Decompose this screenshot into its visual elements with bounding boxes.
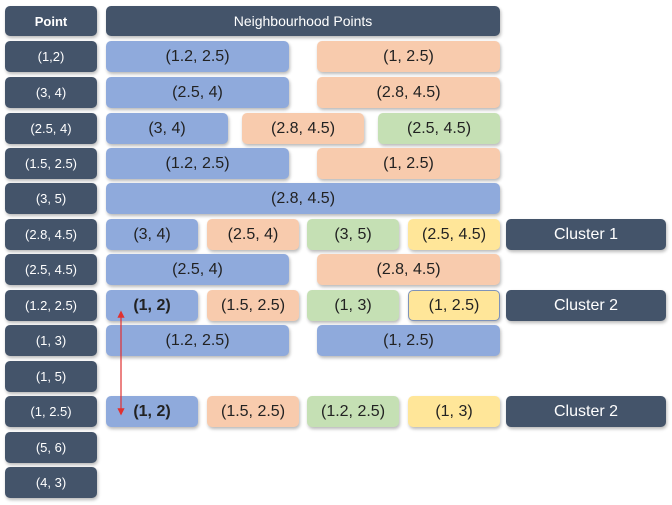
neighbour-point: (2.5, 4.5) <box>408 219 500 250</box>
point-label: (2.5, 4.5) <box>5 254 97 285</box>
neighbour-point: (2.5, 4) <box>106 254 289 285</box>
neighbour-point: (2.5, 4) <box>106 77 289 108</box>
cluster-label: Cluster 2 <box>506 290 666 321</box>
neighbour-point: (3, 5) <box>307 219 399 250</box>
point-label: (1.5, 2.5) <box>5 148 97 179</box>
neighbour-point: (1, 2.5) <box>317 41 500 72</box>
neighbour-point: (2.8, 4.5) <box>242 113 364 144</box>
neighbour-point: (3, 4) <box>106 219 198 250</box>
point-label: (1, 5) <box>5 361 97 392</box>
point-label: (1, 3) <box>5 325 97 356</box>
neighbour-point: (1.5, 2.5) <box>207 290 299 321</box>
point-label: (4, 3) <box>5 467 97 498</box>
point-column-header: Point <box>5 6 97 36</box>
neighbour-point: (3, 4) <box>106 113 228 144</box>
neighbour-point: (1.2, 2.5) <box>106 325 289 356</box>
point-label: (1.2, 2.5) <box>5 290 97 321</box>
neighbour-point: (1.2, 2.5) <box>307 396 399 427</box>
point-label: (1, 2.5) <box>5 396 97 427</box>
cluster-label: Cluster 2 <box>506 396 666 427</box>
neighbour-point: (1.2, 2.5) <box>106 148 289 179</box>
neighbour-point: (2.5, 4) <box>207 219 299 250</box>
neighbour-point: (1, 2.5) <box>317 325 500 356</box>
neighbour-point: (1.5, 2.5) <box>207 396 299 427</box>
point-label: (2.5, 4) <box>5 113 97 144</box>
point-label: (5, 6) <box>5 432 97 463</box>
point-label: (1,2) <box>5 41 97 72</box>
point-label: (2.8, 4.5) <box>5 219 97 250</box>
neighbour-point: (1.2, 2.5) <box>106 41 289 72</box>
neighbour-point: (2.8, 4.5) <box>317 77 500 108</box>
neighbour-point: (1, 2.5) <box>317 148 500 179</box>
point-label: (3, 4) <box>5 77 97 108</box>
neighbour-point-highlighted: (1, 2) <box>106 396 198 427</box>
neighbourhood-column-header: Neighbourhood Points <box>106 6 500 36</box>
neighbour-point: (1, 3) <box>307 290 399 321</box>
point-label: (3, 5) <box>5 183 97 214</box>
neighbour-point: (1, 3) <box>408 396 500 427</box>
neighbour-point-outlined: (1, 2.5) <box>408 290 500 321</box>
neighbour-point: (2.5, 4.5) <box>378 113 500 144</box>
neighbour-point-highlighted: (1, 2) <box>106 290 198 321</box>
cluster-label: Cluster 1 <box>506 219 666 250</box>
neighbour-point: (2.8, 4.5) <box>106 183 500 214</box>
neighbour-point: (2.8, 4.5) <box>317 254 500 285</box>
